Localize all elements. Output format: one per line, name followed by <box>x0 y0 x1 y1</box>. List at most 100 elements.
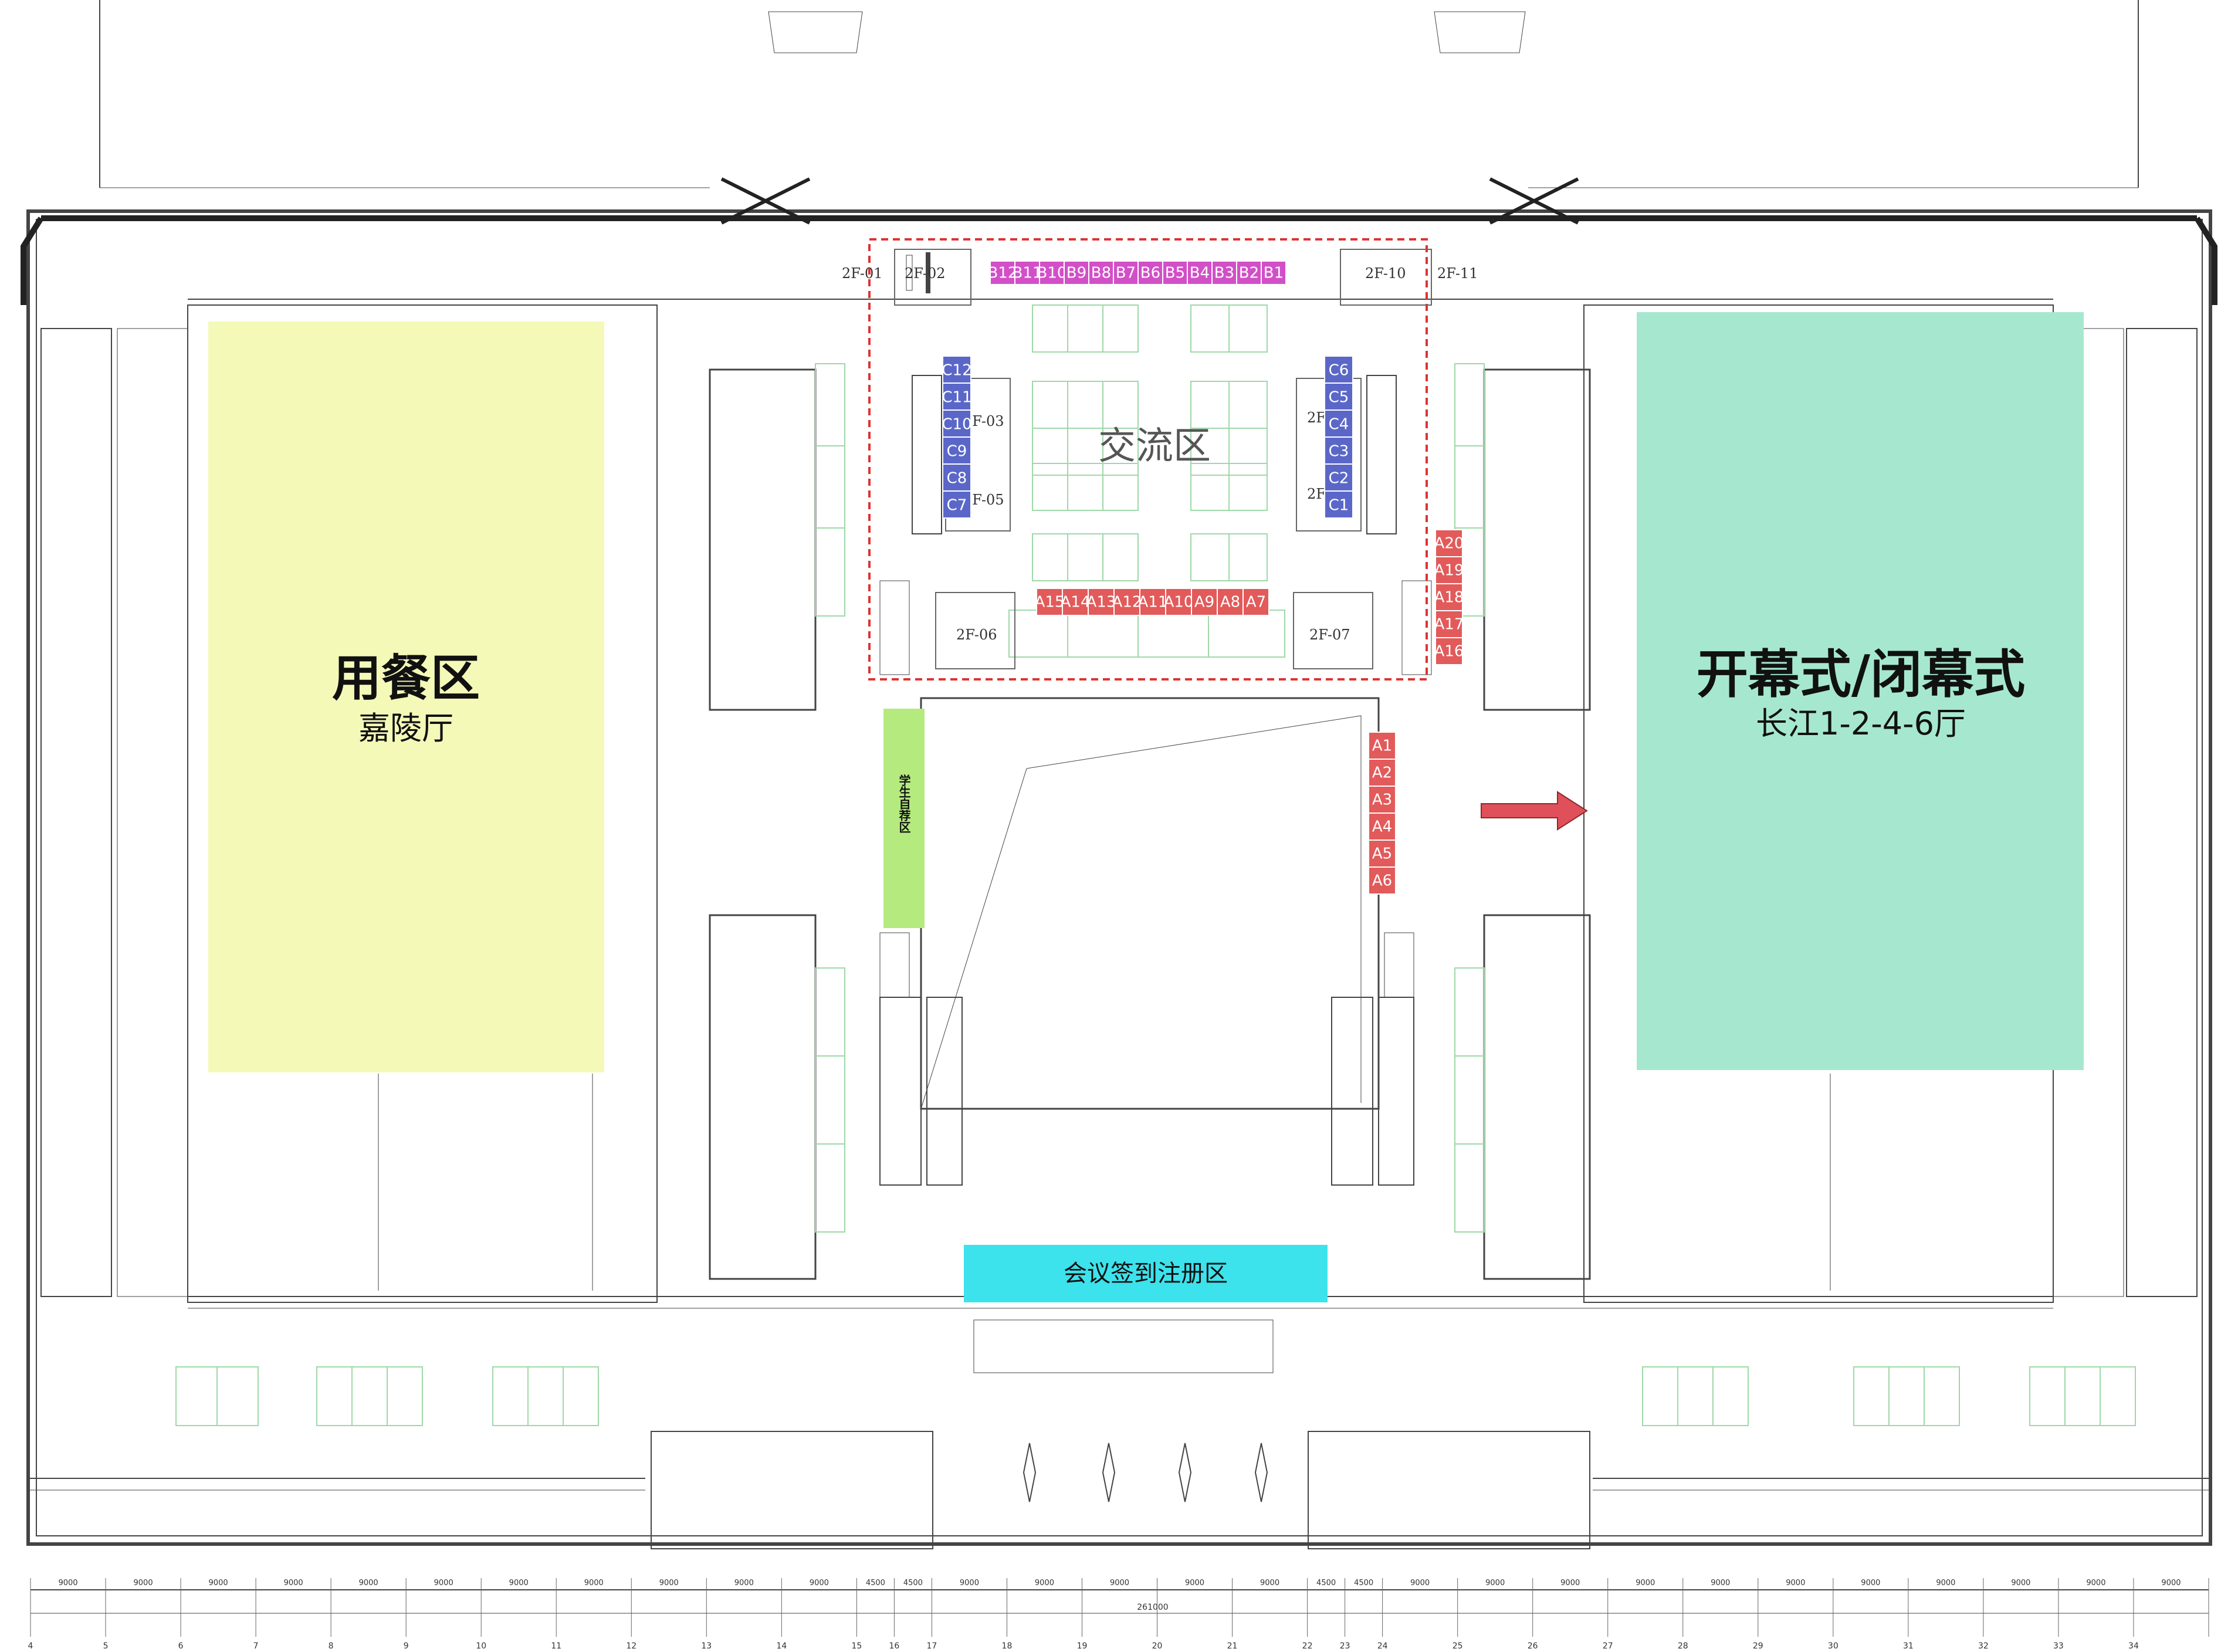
dimension-segment: 4500 <box>1354 1579 1373 1587</box>
booth-box <box>1088 588 1115 616</box>
booth-a5: A5 <box>1368 839 1396 868</box>
booth-a13: A13 <box>1086 588 1116 616</box>
booth-box <box>1368 759 1396 787</box>
dimension-segment: 9000 <box>1185 1579 1204 1587</box>
booth-b9: B9 <box>1064 260 1089 285</box>
booth-label: B2 <box>1239 265 1259 282</box>
ceremony-zone <box>1637 312 2084 1070</box>
booth-label: A5 <box>1372 845 1392 863</box>
booth-label: A14 <box>1061 594 1091 611</box>
booth-c8: C8 <box>942 463 971 492</box>
booth-label: A17 <box>1434 616 1464 634</box>
booth-label: A13 <box>1086 594 1116 611</box>
booth-box <box>1435 610 1463 638</box>
dimension-labels: 9000 9000 9000 9000 9000 9000 9000 9000 9000 9000… <box>58 1579 2181 1587</box>
booth-a10: A10 <box>1164 588 1193 616</box>
axis-label: 33 <box>2053 1641 2064 1651</box>
dimension-segment: 4500 <box>866 1579 885 1587</box>
dimension-segment: 9000 <box>1485 1579 1505 1587</box>
dimension-segment: 9000 <box>1260 1579 1279 1587</box>
booth-a19: A19 <box>1434 556 1464 584</box>
axis-label: 30 <box>1828 1641 1839 1651</box>
dimension-segment: 9000 <box>1560 1579 1580 1587</box>
booth-box <box>1236 260 1262 285</box>
exchange-zone <box>868 238 1428 681</box>
booth-label: A9 <box>1194 594 1214 611</box>
booth-label: A11 <box>1138 594 1168 611</box>
booth-b1: B1 <box>1261 260 1286 285</box>
booth-label: C3 <box>1329 442 1349 460</box>
dimension-segment: 9000 <box>1711 1579 1730 1587</box>
booth-box <box>942 382 971 411</box>
booth-a1: A1 <box>1368 732 1396 760</box>
dimension-segment: 9000 <box>1110 1579 1129 1587</box>
axis-label: 17 <box>926 1641 937 1651</box>
booth-b7: B7 <box>1113 260 1139 285</box>
booth-c2: C2 <box>1324 463 1353 492</box>
booth-label: C12 <box>942 361 971 379</box>
booth-label: B7 <box>1116 265 1136 282</box>
booth-label: C9 <box>947 442 967 460</box>
dimension-segment: 9000 <box>434 1579 453 1587</box>
dimension-segment: 4500 <box>1316 1579 1336 1587</box>
booth-label: C8 <box>947 469 967 487</box>
booth-box <box>942 463 971 492</box>
booth-box <box>942 490 971 519</box>
axis-label: 9 <box>404 1641 409 1651</box>
booth-label: C1 <box>1329 496 1349 514</box>
exchange-zone-label: 交流区 <box>1098 425 1211 468</box>
booth-b2: B2 <box>1236 260 1262 285</box>
booth-label: A18 <box>1434 589 1464 607</box>
booth-label: C7 <box>947 496 967 514</box>
booth-a7: A7 <box>1242 588 1269 616</box>
booth-a11: A11 <box>1138 588 1168 616</box>
axis-label: 14 <box>776 1641 787 1651</box>
dimension-segment: 9000 <box>810 1579 829 1587</box>
booth-b6: B6 <box>1137 260 1163 285</box>
dining-zone-title: 用餐区 <box>332 649 480 707</box>
ceremony-zone-title: 开幕式/闭幕式 <box>1697 644 2025 705</box>
dimension-segment: 9000 <box>58 1579 77 1587</box>
booth-label: B11 <box>1013 265 1042 282</box>
booth-label: B12 <box>988 265 1018 282</box>
booth-label: A2 <box>1372 764 1392 782</box>
room-2f-11: 2F-11 <box>1437 265 1478 282</box>
dimension-segment: 9000 <box>509 1579 529 1587</box>
dimension-segment: 9000 <box>284 1579 303 1587</box>
axis-label: 10 <box>476 1641 486 1651</box>
dining-zone-subtitle: 嘉陵厅 <box>358 710 453 747</box>
booth-box <box>1242 588 1269 616</box>
axis-label: 4 <box>28 1641 33 1651</box>
booth-label: A8 <box>1220 594 1240 611</box>
dimension-segment: 4500 <box>903 1579 923 1587</box>
room-2f-01: 2F-01 <box>842 265 883 282</box>
axis-label: 12 <box>626 1641 636 1651</box>
dimension-segment: 9000 <box>659 1579 679 1587</box>
axis-label: 24 <box>1377 1641 1388 1651</box>
booth-c10: C10 <box>942 409 972 438</box>
dimension-segment: 9000 <box>1035 1579 1054 1587</box>
booth-box <box>942 436 971 465</box>
dimension-segment: 9000 <box>134 1579 153 1587</box>
booth-box <box>1435 637 1463 665</box>
booth-label: B9 <box>1066 265 1086 282</box>
booth-box <box>1139 588 1166 616</box>
booth-box <box>1064 260 1089 285</box>
dimension-segment: 9000 <box>1410 1579 1430 1587</box>
booth-box <box>1324 490 1353 519</box>
direction-arrow-icon <box>1481 791 1588 831</box>
dimension-segment: 9000 <box>734 1579 754 1587</box>
axis-label: 25 <box>1453 1641 1463 1651</box>
ceremony-zone-subtitle: 长江1-2-4-6厅 <box>1756 705 1966 742</box>
axis-label: 13 <box>701 1641 712 1651</box>
dimension-segment: 9000 <box>2161 1579 2181 1587</box>
axis-label: 34 <box>2128 1641 2139 1651</box>
axis-label: 19 <box>1077 1641 1088 1651</box>
